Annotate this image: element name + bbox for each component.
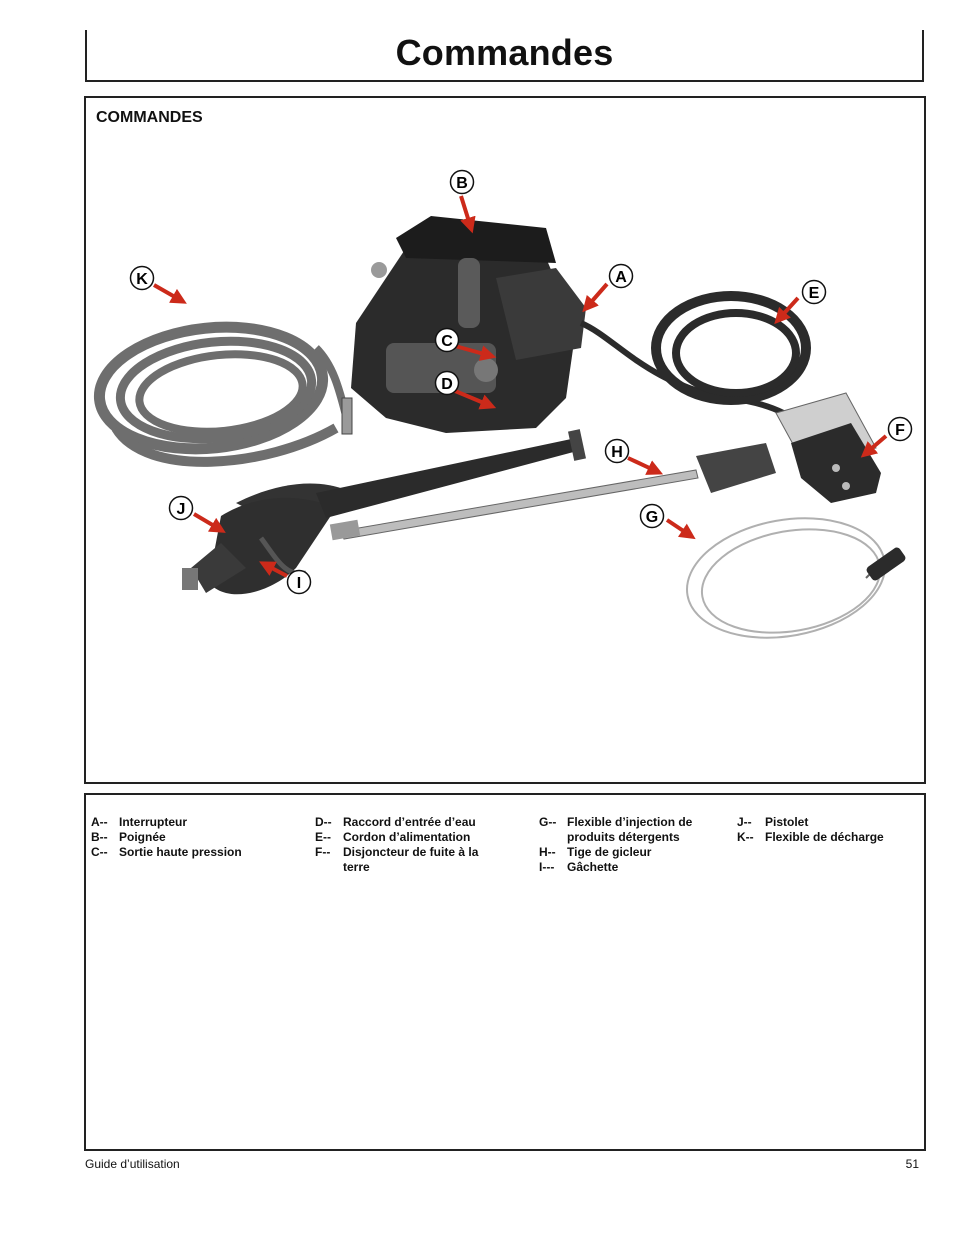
svg-text:G: G <box>646 509 658 526</box>
svg-text:B: B <box>456 175 468 192</box>
svg-text:D: D <box>441 376 453 393</box>
callout-f: F <box>887 416 913 442</box>
svg-text:K: K <box>136 271 148 288</box>
callout-c: C <box>434 327 460 353</box>
detergent-hose-coil <box>686 517 887 639</box>
callout-d: D <box>434 370 460 396</box>
legend-item: B--Poignée <box>91 830 166 844</box>
legend-item: C--Sortie haute pression <box>91 845 242 859</box>
svg-text:E: E <box>809 285 820 302</box>
callout-i: I <box>286 569 312 595</box>
svg-text:H: H <box>611 444 623 461</box>
svg-text:C: C <box>441 333 453 350</box>
legend-column: G--Flexible d’injection de produits déte… <box>539 815 719 875</box>
footer-guide-label: Guide d’utilisation <box>85 1157 180 1171</box>
callout-k: K <box>129 265 155 291</box>
callout-j: J <box>168 495 194 521</box>
legend-panel: A--Interrupteur B--Poignée C--Sortie hau… <box>84 793 926 1151</box>
legend-item: E--Cordon d’alimentation <box>315 830 471 844</box>
title-tick-right <box>922 30 924 36</box>
title-tick-left <box>85 30 87 36</box>
legend-item: F--Disjoncteur de fuite à la terre <box>315 845 479 874</box>
callout-h: H <box>604 438 630 464</box>
svg-text:A: A <box>615 269 627 286</box>
legend-item: H--Tige de gicleur <box>539 845 652 859</box>
pressure-washer-unit <box>351 216 828 446</box>
callout-arrows <box>153 195 888 578</box>
legend-column: D--Raccord d’entrée d’eau E--Cordon d’al… <box>315 815 495 875</box>
figure-panel: COMMANDES <box>84 96 926 784</box>
title-box: Commandes <box>85 30 924 82</box>
legend-item: K--Flexible de décharge <box>737 830 884 844</box>
page-number: 51 <box>905 1157 919 1171</box>
callout-b: B <box>449 169 475 195</box>
page-title: Commandes <box>395 32 614 73</box>
callout-g: G <box>639 503 665 529</box>
legend-item: D--Raccord d’entrée d’eau <box>315 815 476 829</box>
legend-item: A--Interrupteur <box>91 815 188 829</box>
detergent-filter <box>866 547 906 581</box>
svg-text:I: I <box>297 575 301 592</box>
legend-item: G--Flexible d’injection de produits déte… <box>539 815 693 844</box>
legend-column: J--Pistolet K--Flexible de décharge <box>737 815 917 845</box>
discharge-hose-coil <box>93 321 353 467</box>
section-heading: COMMANDES <box>96 109 203 126</box>
legend-item: I---Gâchette <box>539 860 619 874</box>
gfci-plug <box>775 392 881 503</box>
power-cord-coil <box>651 291 811 405</box>
legend-item: J--Pistolet <box>737 815 809 829</box>
callout-e: E <box>801 279 827 305</box>
legend-column: A--Interrupteur B--Poignée C--Sortie hau… <box>91 815 301 860</box>
nozzle-wand <box>329 443 776 541</box>
callout-a: A <box>608 263 634 289</box>
pressure-washer-illustration: A B C D E F G H <box>93 169 913 639</box>
svg-text:J: J <box>177 501 186 518</box>
spray-gun <box>182 429 586 595</box>
svg-text:F: F <box>895 422 905 439</box>
